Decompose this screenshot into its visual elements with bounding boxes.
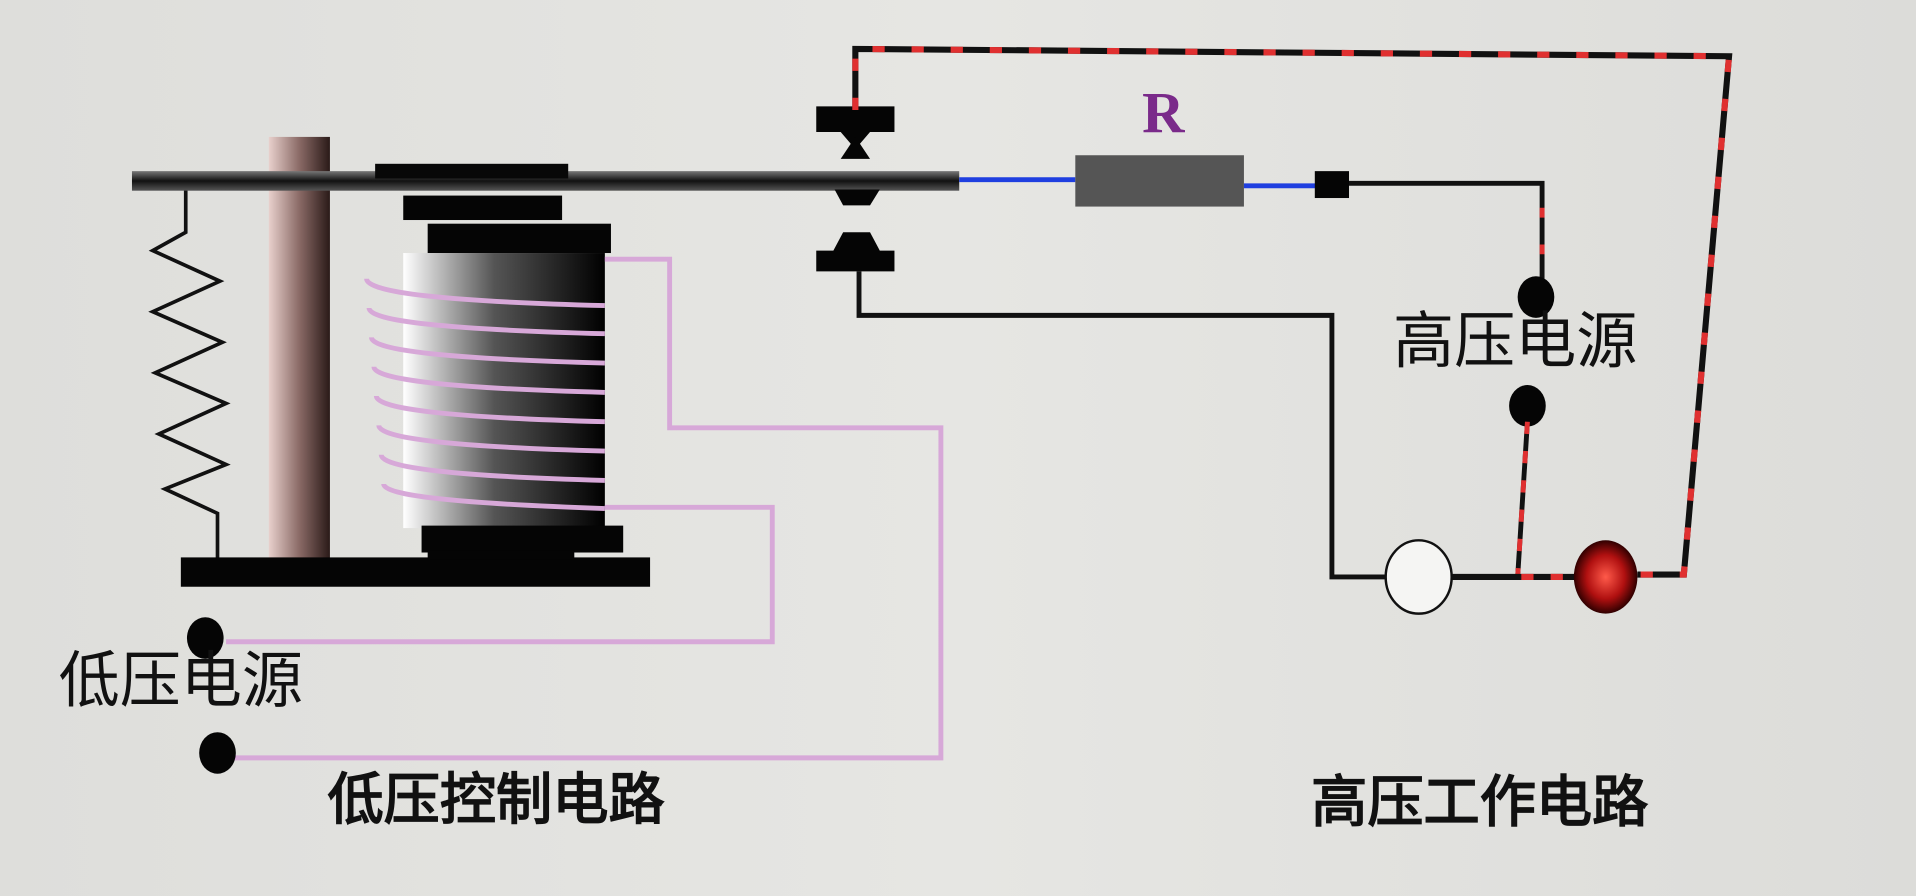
armature-plate xyxy=(375,163,569,179)
relay-base xyxy=(180,557,651,587)
lower-static-contact xyxy=(816,232,895,272)
core-bottom-cap xyxy=(421,525,624,553)
core-bottom-plate xyxy=(427,550,575,560)
lamp-lit xyxy=(1573,540,1638,614)
resistor-label: R xyxy=(1142,80,1185,145)
upper-contact-loop-dash xyxy=(852,45,1733,578)
pivot-pillar xyxy=(268,136,330,559)
hv-source-terminal-1 xyxy=(1517,276,1555,318)
high-voltage-working-circuit-label: 高压工作电路 xyxy=(1311,770,1649,835)
low-voltage-source-label: 低压电源 xyxy=(59,646,303,717)
moving-contact xyxy=(834,189,880,206)
control-wire-bottom xyxy=(226,504,775,645)
resistor xyxy=(1075,155,1244,207)
spring xyxy=(148,189,231,563)
core-cap-2 xyxy=(427,223,611,254)
upper-contact-lower xyxy=(840,136,871,159)
control-wire-top xyxy=(226,256,944,761)
hv-wire-source-down xyxy=(1515,421,1530,578)
hv-wire-to-source xyxy=(1349,180,1545,294)
terminal-block xyxy=(1314,171,1350,199)
lamp-off xyxy=(1384,539,1453,615)
low-voltage-terminal-1 xyxy=(186,617,224,659)
hv-source-terminal-2 xyxy=(1509,385,1546,427)
coil-windings xyxy=(364,277,605,511)
lower-contact-wire xyxy=(856,271,1387,580)
core-top-cap xyxy=(403,195,563,221)
low-voltage-terminal-2 xyxy=(199,732,236,774)
low-voltage-control-circuit-label: 低压控制电路 xyxy=(327,768,665,833)
armature-bar xyxy=(131,171,960,191)
upper-static-contact xyxy=(816,106,895,150)
high-voltage-source-label: 高压电源 xyxy=(1393,306,1637,377)
